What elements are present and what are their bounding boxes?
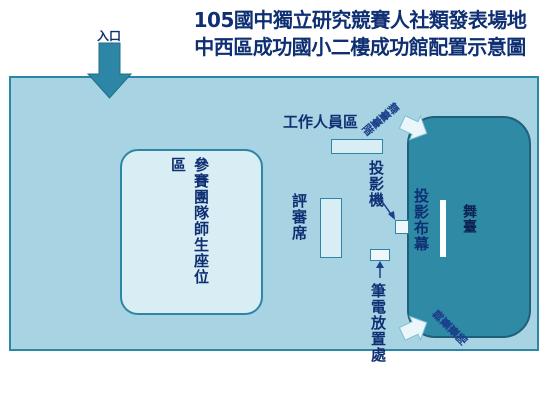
staff-area-label: 工作人員區	[283, 113, 359, 131]
title-line-2: 中西區成功國小二樓成功館配置示意圖	[194, 35, 526, 59]
projector-table	[395, 220, 409, 234]
judges-table	[320, 198, 342, 258]
stairs-bottom-arrow-icon	[398, 315, 428, 342]
stairs-top-arrow-icon	[398, 114, 428, 141]
title-line-1: 105國中獨立研究競賽人社類發表場地	[193, 8, 527, 32]
entrance-arrow-icon	[86, 42, 133, 99]
staff-table	[331, 139, 383, 154]
laptop-table	[370, 249, 390, 261]
seating-label-area: 區	[169, 157, 187, 173]
seating-label: 參賽團隊師生座位	[192, 157, 210, 285]
projector-label: 投影機	[367, 160, 385, 208]
projector-pointer-icon	[380, 199, 395, 220]
laptop-pointer-icon	[376, 261, 384, 278]
seating-area	[120, 149, 263, 315]
stage-label: 舞臺	[461, 204, 477, 234]
projection-screen	[440, 200, 446, 257]
screen-label: 投影布幕	[412, 188, 430, 252]
laptop-label: 筆電放置處	[369, 283, 387, 363]
stage-area	[407, 116, 531, 338]
entrance-label: 入口	[97, 29, 122, 43]
judges-label: 評審席	[290, 193, 308, 241]
